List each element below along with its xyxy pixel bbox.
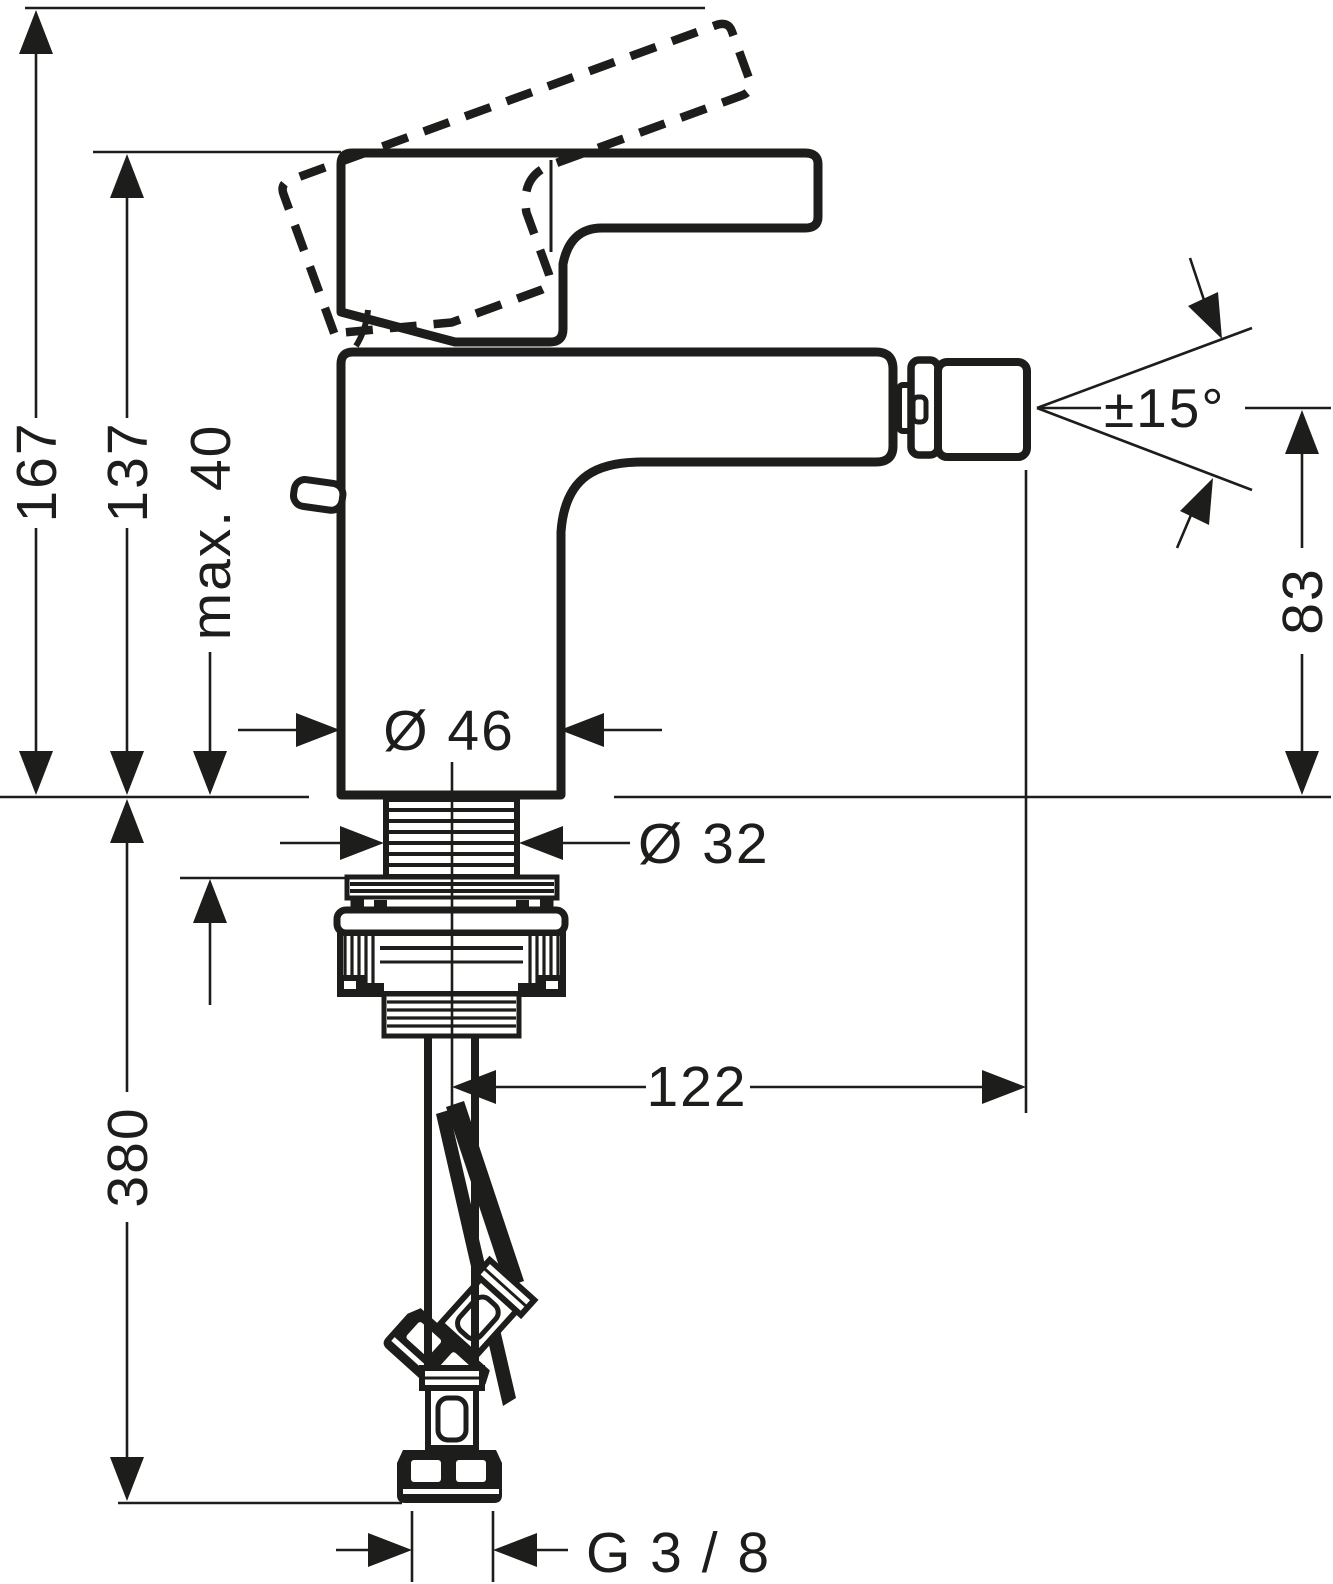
dim-label-max40: max. 40 — [179, 424, 243, 641]
dimension-max-mounting: max. 40 — [179, 424, 345, 1005]
handle-lever — [336, 148, 823, 348]
dim-label-dia46: Ø 46 — [383, 699, 515, 763]
dimension-annotations: 167 137 max. 40 380 — [0, 6, 1333, 1584]
dimension-handle-height: 137 — [93, 150, 341, 795]
dimension-below-deck-depth: 380 — [96, 799, 402, 1505]
dimension-swivel-angle: ±15° — [1036, 257, 1331, 549]
dim-label-swivel: ±15° — [1104, 377, 1225, 439]
dimension-connection-thread: G 3 / 8 — [336, 1511, 771, 1584]
dim-label-380: 380 — [96, 1106, 160, 1207]
dim-label-167: 167 — [5, 421, 69, 522]
pop-up-rod-knob — [289, 476, 347, 514]
dim-label-g38: G 3 / 8 — [586, 1521, 771, 1584]
dimension-total-height: 167 — [5, 6, 705, 795]
dim-label-83: 83 — [1271, 567, 1333, 634]
dim-label-dia32: Ø 32 — [638, 812, 770, 876]
swivel-nozzle — [896, 356, 1031, 461]
dimension-spout-height: 83 — [1271, 410, 1333, 795]
dim-label-122: 122 — [646, 1055, 747, 1119]
dimension-body-diameter: Ø 46 — [238, 699, 662, 1113]
dimension-spout-reach: 122 — [452, 470, 1028, 1119]
dim-label-137: 137 — [96, 421, 160, 522]
dimension-shank-diameter: Ø 32 — [280, 812, 770, 876]
faucet-body-and-spout — [336, 347, 898, 800]
